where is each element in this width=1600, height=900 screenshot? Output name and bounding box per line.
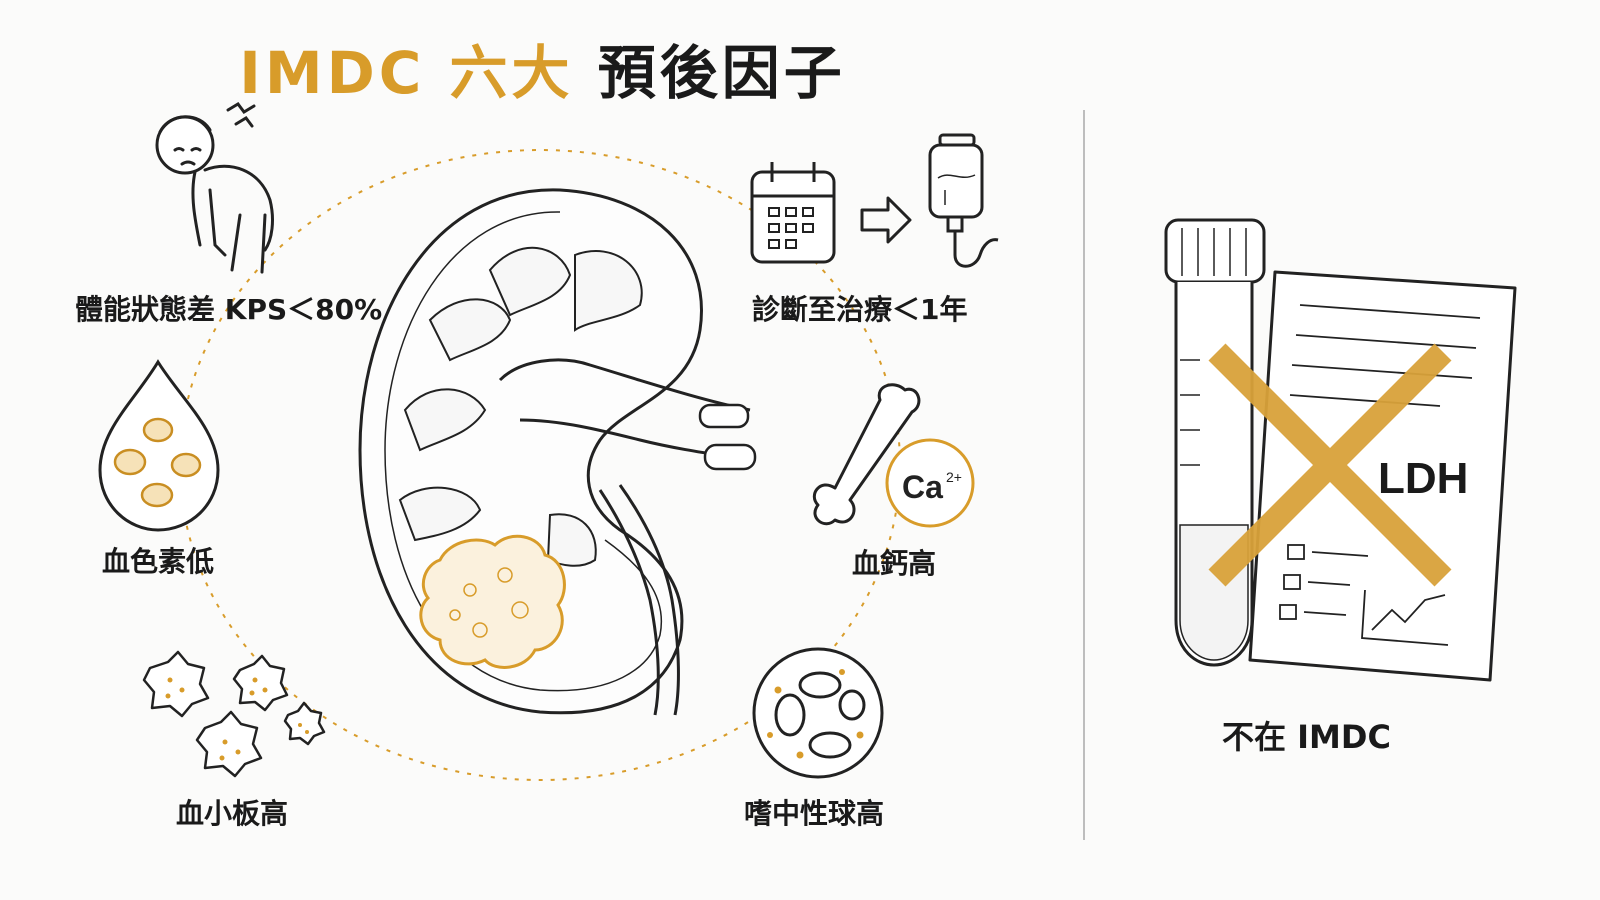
ldh-label: LDH bbox=[1378, 454, 1468, 503]
calendar-icon bbox=[750, 162, 836, 264]
tired-person-icon bbox=[155, 102, 274, 274]
lab-report-icon: LDH bbox=[1248, 270, 1517, 682]
calcium-charge: 2+ bbox=[946, 469, 962, 485]
arrow-right-icon bbox=[860, 196, 912, 244]
iv-bag-icon bbox=[928, 133, 999, 268]
label-not-in-imdc: 不在 IMDC bbox=[1222, 718, 1391, 756]
page-title: IMDC 六大 預後因子 bbox=[0, 26, 1085, 110]
label-kps: 體能狀態差 KPS＜80% bbox=[75, 293, 383, 326]
title-accent: IMDC 六大 bbox=[239, 39, 574, 107]
label-platelets: 血小板高 bbox=[176, 797, 289, 830]
tumor-icon bbox=[419, 534, 566, 669]
cross-mark-icon bbox=[1208, 343, 1452, 587]
calcium-symbol: Ca bbox=[902, 469, 943, 505]
neutrophil-icon bbox=[752, 647, 884, 779]
test-tube-icon bbox=[1164, 218, 1266, 667]
label-neutrophils: 嗜中性球高 bbox=[744, 797, 885, 830]
title-rest: 預後因子 bbox=[597, 39, 846, 107]
label-calcium: 血鈣高 bbox=[852, 547, 937, 580]
vertical-divider bbox=[1083, 110, 1085, 840]
kidney-icon bbox=[358, 188, 757, 716]
platelet-icon bbox=[142, 650, 326, 778]
label-diagnosis-to-treatment: 診斷至治療＜1年 bbox=[752, 293, 968, 326]
label-hemoglobin: 血色素低 bbox=[102, 545, 215, 578]
blood-drop-icon bbox=[98, 359, 220, 532]
bone-icon: Ca 2+ bbox=[812, 383, 975, 528]
